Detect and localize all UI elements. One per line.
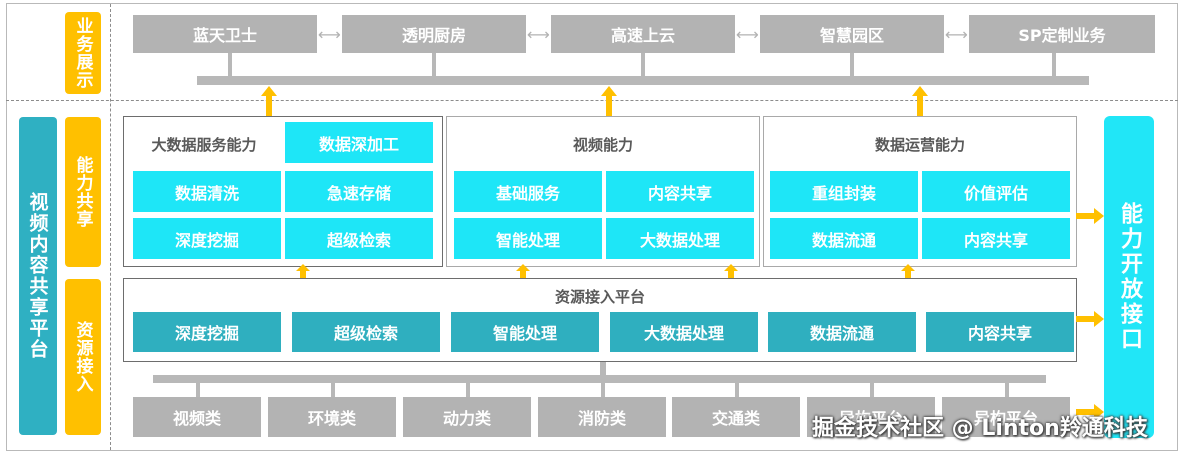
section-divider-horizontal <box>6 100 1178 101</box>
video-item: 大数据处理 <box>606 218 754 259</box>
bus-connector <box>641 53 645 77</box>
bus-connector <box>1005 383 1009 398</box>
up-arrow-icon <box>516 264 530 278</box>
bus-connector <box>735 383 739 398</box>
bus-connector <box>196 383 200 398</box>
bus-connector <box>228 53 232 77</box>
bigdata-item: 超级检索 <box>285 218 433 259</box>
resource-item: 超级检索 <box>292 312 440 352</box>
source-bus-connector <box>600 362 606 376</box>
capability-share-label: 能力共享 <box>65 117 101 267</box>
up-arrow-icon <box>296 264 310 278</box>
bus-connector <box>466 383 470 398</box>
source-item: 交通类 <box>672 397 800 437</box>
up-arrow-icon <box>261 86 277 116</box>
resource-title: 资源接入平台 <box>554 287 645 306</box>
resource-item: 大数据处理 <box>610 312 758 352</box>
business-item: SP定制业务 <box>969 15 1155 53</box>
bigdata-item: 深度挖掘 <box>133 218 281 259</box>
bigdata-title: 大数据服务能力 <box>151 135 257 154</box>
business-item: 高速上云 <box>551 15 735 53</box>
source-item: 异构平台 <box>942 397 1070 437</box>
up-arrow-icon <box>912 86 928 116</box>
watermark: 掘金技术社区 @ Linton羚通科技 <box>812 416 1148 441</box>
video-item: 智能处理 <box>454 218 602 259</box>
bus-connector <box>870 383 874 398</box>
business-item: 透明厨房 <box>342 15 526 53</box>
bus-connector <box>850 53 854 77</box>
bigdata-highlight: 数据深加工 <box>285 122 433 163</box>
diagram-frame <box>6 3 1178 451</box>
double-arrow-icon: ⟷ <box>527 24 550 44</box>
source-item: 视频类 <box>133 397 261 437</box>
bus-connector <box>601 383 605 398</box>
video-item: 内容共享 <box>606 171 754 212</box>
up-arrow-icon <box>901 264 915 278</box>
resource-item: 智能处理 <box>451 312 599 352</box>
video-title: 视频能力 <box>572 135 633 154</box>
video-item: 基础服务 <box>454 171 602 212</box>
ops-item: 价值评估 <box>922 171 1070 212</box>
ops-title: 数据运营能力 <box>874 135 965 154</box>
double-arrow-icon: ⟷ <box>736 24 759 44</box>
business-bus <box>197 76 1089 85</box>
bus-connector <box>432 53 436 77</box>
resource-item: 数据流通 <box>768 312 916 352</box>
source-item: 动力类 <box>403 397 531 437</box>
double-arrow-icon: ⟷ <box>318 24 341 44</box>
source-bus <box>153 375 1046 383</box>
ops-item: 重组封装 <box>770 171 918 212</box>
section-divider-vertical <box>110 4 111 450</box>
right-arrow-icon <box>1076 208 1104 224</box>
resource-access-label: 资源接入 <box>65 279 101 435</box>
source-item: 异构平台 <box>807 397 935 437</box>
right-arrow-icon <box>1076 311 1104 327</box>
resource-panel <box>123 278 1077 362</box>
right-arrow-icon <box>1076 404 1104 420</box>
source-item: 环境类 <box>268 397 396 437</box>
business-item: 智慧园区 <box>760 15 944 53</box>
double-arrow-icon: ⟷ <box>945 24 968 44</box>
business-item: 蓝天卫士 <box>133 15 317 53</box>
bus-connector <box>331 383 335 398</box>
source-item: 消防类 <box>538 397 666 437</box>
up-arrow-icon <box>601 86 617 116</box>
bigdata-item: 急速存储 <box>285 171 433 212</box>
up-arrow-icon <box>724 264 738 278</box>
ops-item: 数据流通 <box>770 218 918 259</box>
resource-item: 深度挖掘 <box>133 312 281 352</box>
platform-label: 视频内容共享平台 <box>19 117 57 435</box>
resource-item: 内容共享 <box>926 312 1074 352</box>
business-display-label: 业务展示 <box>65 12 101 94</box>
bus-connector <box>1052 53 1056 77</box>
ops-item: 内容共享 <box>922 218 1070 259</box>
open-interface-label: 能力开放接口 <box>1104 116 1154 438</box>
bigdata-item: 数据清洗 <box>133 171 281 212</box>
